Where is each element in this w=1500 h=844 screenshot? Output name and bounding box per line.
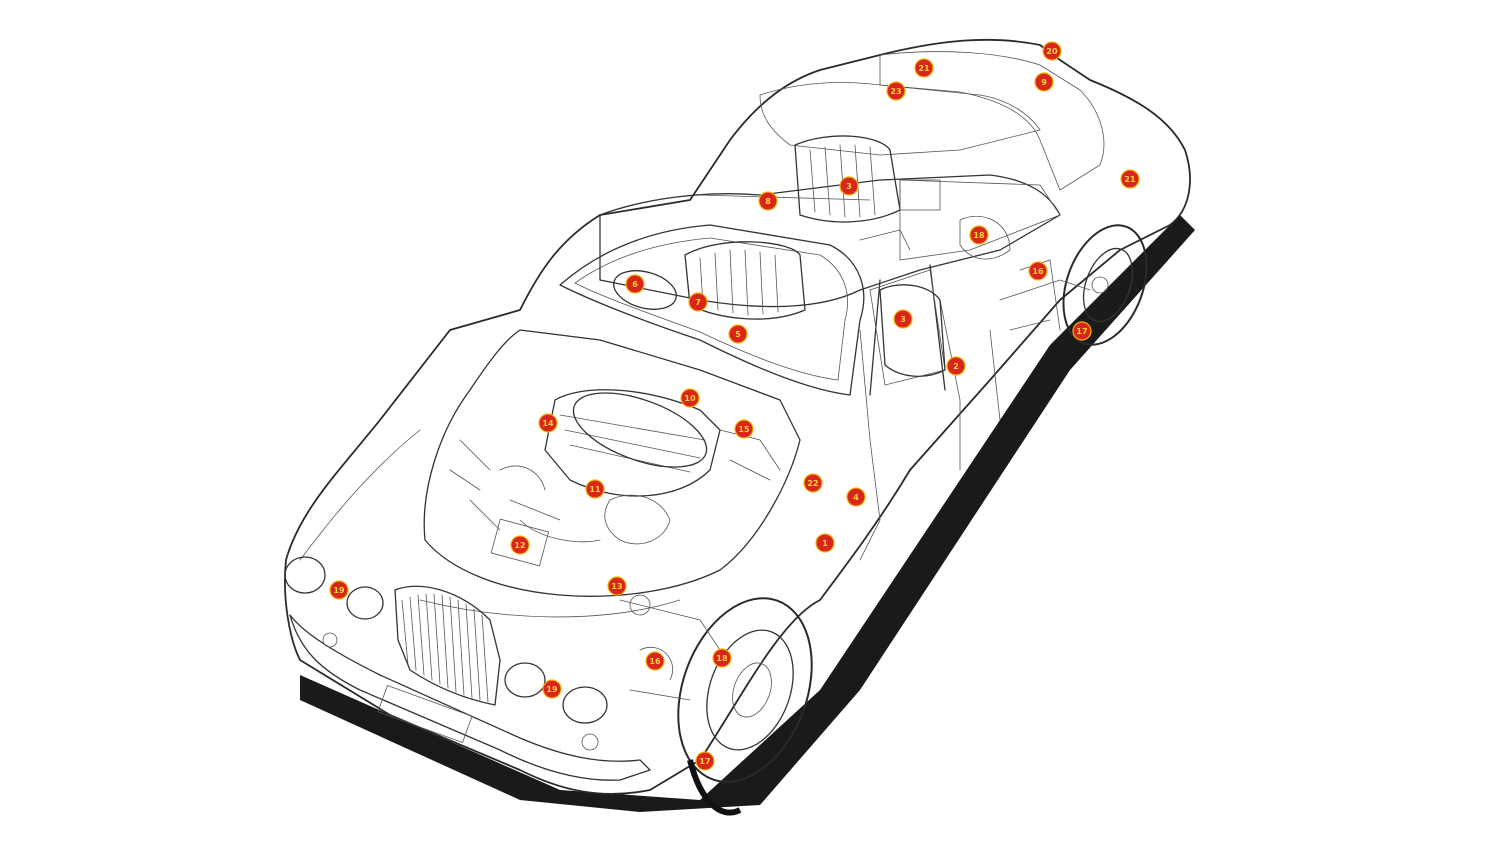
callout-9[interactable]: 9 — [1034, 72, 1054, 92]
callout-disc — [846, 487, 866, 507]
callout-12[interactable]: 12 — [510, 535, 530, 555]
callout-disc — [815, 533, 835, 553]
grille — [394, 585, 501, 706]
callout-18[interactable]: 18 — [969, 225, 989, 245]
callout-number: 23 — [890, 87, 901, 96]
front-wheel — [677, 597, 813, 816]
callout-number: 15 — [738, 425, 750, 434]
callout-number: 9 — [1041, 78, 1047, 87]
callout-disc — [946, 356, 966, 376]
callout-disc — [803, 473, 823, 493]
callout-7[interactable]: 7 — [688, 292, 708, 312]
rear-wheel — [1062, 224, 1148, 346]
callout-number: 18 — [716, 654, 728, 663]
callout-number: 3 — [900, 315, 906, 324]
callout-disc — [1034, 72, 1054, 92]
callout-number: 10 — [684, 394, 696, 403]
callout-disc — [893, 309, 913, 329]
callout-disc — [914, 58, 934, 78]
callout-disc — [734, 419, 754, 439]
callout-number: 1 — [822, 539, 828, 548]
callout-13[interactable]: 13 — [607, 576, 627, 596]
callout-15[interactable]: 15 — [734, 419, 754, 439]
callout-number: 20 — [1046, 47, 1058, 56]
callout-19[interactable]: 19 — [542, 679, 562, 699]
callout-21[interactable]: 21 — [1120, 169, 1140, 189]
callout-disc — [510, 535, 530, 555]
callout-number: 6 — [632, 280, 638, 289]
callout-3[interactable]: 3 — [839, 176, 859, 196]
callout-disc — [329, 580, 349, 600]
callout-number: 12 — [514, 541, 525, 550]
callout-disc — [1072, 321, 1092, 341]
callout-4[interactable]: 4 — [846, 487, 866, 507]
callout-disc — [758, 191, 778, 211]
callout-17[interactable]: 17 — [1072, 321, 1092, 341]
callout-disc — [645, 651, 665, 671]
callout-number: 16 — [649, 657, 661, 666]
callout-number: 17 — [1076, 327, 1087, 336]
callout-number: 4 — [853, 493, 859, 502]
callout-16[interactable]: 16 — [1028, 261, 1048, 281]
callout-14[interactable]: 14 — [538, 413, 558, 433]
callout-3[interactable]: 3 — [893, 309, 913, 329]
callout-disc — [728, 324, 748, 344]
front-suspension — [619, 594, 721, 701]
callout-20[interactable]: 20 — [1042, 41, 1062, 61]
callout-disc — [688, 292, 708, 312]
callout-6[interactable]: 6 — [625, 274, 645, 294]
callout-disc — [625, 274, 645, 294]
callout-1[interactable]: 1 — [815, 533, 835, 553]
interior — [613, 135, 1011, 377]
callout-number: 18 — [973, 231, 985, 240]
callout-disc — [542, 679, 562, 699]
callout-number: 14 — [542, 419, 554, 428]
callout-disc — [538, 413, 558, 433]
callout-disc — [585, 479, 605, 499]
callout-18[interactable]: 18 — [712, 648, 732, 668]
headlamps — [284, 556, 608, 751]
callout-22[interactable]: 22 — [803, 473, 823, 493]
callout-8[interactable]: 8 — [758, 191, 778, 211]
callout-number: 19 — [546, 685, 558, 694]
callout-11[interactable]: 11 — [585, 479, 605, 499]
callout-number: 17 — [699, 757, 710, 766]
callout-disc — [1042, 41, 1062, 61]
car-body-outline — [284, 38, 1191, 795]
callout-disc — [695, 751, 715, 771]
callout-number: 5 — [735, 330, 741, 339]
callout-19[interactable]: 19 — [329, 580, 349, 600]
callout-number: 21 — [1124, 175, 1136, 184]
callout-number: 21 — [918, 64, 930, 73]
callout-disc — [969, 225, 989, 245]
callout-number: 7 — [695, 298, 701, 307]
callout-disc — [680, 388, 700, 408]
callout-disc — [1120, 169, 1140, 189]
callout-21[interactable]: 21 — [914, 58, 934, 78]
callout-number: 3 — [846, 182, 852, 191]
callout-disc — [886, 81, 906, 101]
callout-16[interactable]: 16 — [645, 651, 665, 671]
callout-disc — [1028, 261, 1048, 281]
callout-disc — [712, 648, 732, 668]
callout-2[interactable]: 2 — [946, 356, 966, 376]
callout-10[interactable]: 10 — [680, 388, 700, 408]
callout-number: 8 — [765, 197, 771, 206]
callout-17[interactable]: 17 — [695, 751, 715, 771]
callout-number: 19 — [333, 586, 345, 595]
callout-number: 2 — [953, 362, 959, 371]
callout-number: 13 — [611, 582, 622, 591]
callout-number: 16 — [1032, 267, 1044, 276]
callout-disc — [607, 576, 627, 596]
engine — [449, 389, 781, 567]
callout-number: 22 — [807, 479, 818, 488]
callout-disc — [839, 176, 859, 196]
callout-number: 11 — [589, 485, 601, 494]
callout-5[interactable]: 5 — [728, 324, 748, 344]
callout-23[interactable]: 23 — [886, 81, 906, 101]
